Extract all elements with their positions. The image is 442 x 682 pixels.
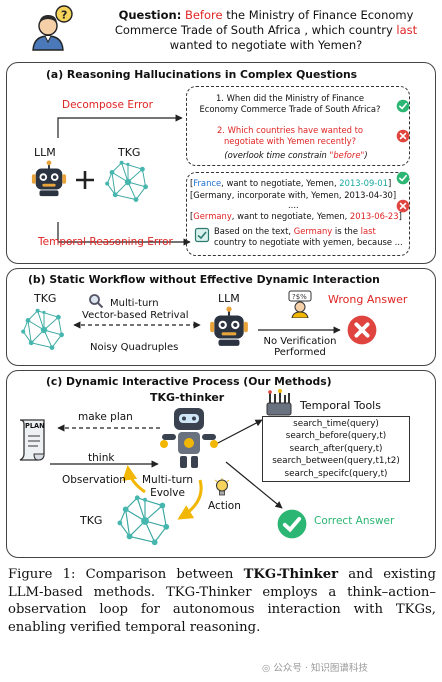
- confused-person-icon: ?$%: [286, 290, 314, 319]
- panel-c-title: (c) Dynamic Interactive Process (Our Met…: [46, 375, 332, 388]
- tool-search-between: search_between(query,t1,t2): [272, 456, 400, 467]
- llm-answer-text: Based on the text, Germany is the last c…: [214, 226, 406, 247]
- tool-search-time: search_time(query): [293, 419, 379, 429]
- panel-a-tkg-label: TKG: [118, 146, 141, 159]
- multi-turn-label: Multi-turn: [110, 298, 159, 309]
- action-label: Action: [208, 500, 241, 512]
- no-verification-line-1: No Verification: [263, 336, 337, 347]
- noisy-quadruples-label: Noisy Quadruples: [90, 342, 179, 353]
- panel-b-llm-label: LLM: [218, 292, 240, 305]
- tool-search-before: search_before(query,t): [285, 431, 387, 442]
- plus-icon: [74, 169, 96, 191]
- panel-a-title: (a) Reasoning Hallucinations in Complex …: [46, 68, 358, 81]
- evolve-line: Evolve: [150, 487, 185, 499]
- plan-icon-text: PLAN: [25, 422, 45, 430]
- sub-question-2: 2. Which countries have wanted to negoti…: [216, 125, 364, 146]
- fact-3-entity: Germany: [193, 211, 232, 221]
- temporal-facts-box: [186, 172, 410, 256]
- panel-c: [6, 370, 436, 558]
- fact-2: [Germany, incorporate with, Yemen, 2013-…: [190, 190, 397, 200]
- constraint-note: (overlook time constrain "before"): [196, 150, 396, 161]
- watermark-icon: ◎: [262, 663, 274, 674]
- panel-a: [6, 62, 436, 264]
- answer-part-2: is the: [332, 226, 361, 236]
- tool-search-specific: search_specifc(query,t): [284, 468, 388, 479]
- question-text: Question: Before the Ministry of Finance…: [96, 8, 436, 53]
- answer-keyword-germany: Germany: [293, 226, 333, 236]
- think-label: think: [88, 452, 115, 464]
- watermark-text: 公众号 · 知识图谱科技: [273, 663, 368, 674]
- fact-1-entity: France: [193, 178, 222, 188]
- temporal-tools-title: Temporal Tools: [300, 399, 381, 412]
- question-label: Question:: [118, 8, 182, 22]
- sub-question-1: 1. When did the Ministry of Finance Econ…: [199, 93, 381, 114]
- tool-search-after: search_after(query,t): [289, 443, 383, 454]
- correct-answer-label: Correct Answer: [314, 515, 395, 527]
- tools-icon: [264, 388, 294, 418]
- fact-3-open: [: [190, 211, 194, 221]
- answer-doc-icon: [194, 227, 210, 243]
- watermark: ◎ 公众号 · 知识图谱科技: [262, 660, 368, 674]
- multi-turn-line: Multi-turn: [142, 474, 194, 486]
- correct-check-icon: [276, 508, 308, 540]
- multi-turn-evolve-label: Multi-turn Evolve: [142, 474, 193, 500]
- fact-3: [Germany, want to negotiate, Yemen, 2013…: [190, 211, 402, 222]
- temporal-tools-list: [262, 416, 410, 482]
- answer-part-3: country to negotiate with yemen, because…: [214, 236, 403, 247]
- fact-1-close: ]: [387, 178, 392, 188]
- panel-c-robot-icon: [158, 404, 220, 474]
- question-text-part-2: wanted to negotiate with Yemen?: [169, 38, 363, 52]
- figure-caption: Figure 1: Comparison between TKG-Thinker…: [8, 566, 436, 636]
- panel-b-tkg-label: TKG: [34, 292, 57, 305]
- constraint-prefix: (overlook time constrain: [224, 150, 330, 160]
- wrong-answer-label: Wrong Answer: [328, 293, 408, 306]
- question-avatar-icon: ?: [30, 4, 78, 52]
- temporal-reasoning-error-label: Temporal Reasoning Error: [38, 236, 173, 248]
- make-plan-label: make plan: [78, 411, 133, 423]
- decompose-error-label: Decompose Error: [62, 99, 153, 111]
- no-verification-line-2: Performed: [274, 347, 326, 358]
- question-text-part-1: the Ministry of Finance Economy Commerce…: [114, 8, 414, 37]
- answer-part-1: Based on the text,: [214, 226, 294, 236]
- svg-text:?$%: ?$%: [292, 293, 307, 301]
- caption-rest: and existing LLM-based methods. TKG-Thin…: [8, 567, 436, 635]
- caption-bold: TKG-Thinker: [243, 567, 339, 582]
- lightbulb-icon: [214, 478, 230, 498]
- tkg-thinker-label: TKG-thinker: [150, 391, 225, 404]
- fact-ellipsis: ....: [288, 200, 299, 210]
- fact-3-date: 2013-06-23: [349, 211, 399, 221]
- panel-c-tkg-label: TKG: [80, 514, 103, 527]
- question-keyword-before: Before: [184, 8, 223, 22]
- panel-c-graph-icon: [116, 492, 174, 550]
- answer-keyword-last: last: [360, 226, 376, 236]
- panel-b: [6, 268, 436, 366]
- temporal-tools-list-items: search_time(query) search_before(query,t…: [262, 418, 410, 480]
- panel-a-llm-label: LLM: [34, 146, 56, 159]
- constraint-suffix: ): [364, 150, 368, 160]
- plan-document-icon: [16, 418, 52, 462]
- decompose-box: [186, 86, 410, 166]
- vector-retrieval-label: Vector-based Retrival: [82, 310, 189, 321]
- constraint-keyword: "before": [329, 150, 365, 160]
- fact-3-close: ]: [398, 211, 402, 221]
- fact-1-open: [: [190, 178, 194, 188]
- caption-prefix: Figure 1: Comparison between: [8, 567, 244, 582]
- svg-text:?: ?: [61, 9, 67, 22]
- fact-3-mid: , want to negotiate, Yemen,: [231, 211, 350, 221]
- no-verification-label: No Verification Performed: [262, 336, 338, 358]
- fact-1-mid: , want to negotiate, Yemen,: [221, 178, 340, 188]
- fact-1: [France, want to negotiate, Yemen, 2013-…: [190, 178, 392, 189]
- search-icon: [88, 293, 104, 309]
- observation-label: Observation: [62, 474, 126, 486]
- question-keyword-last: last: [396, 23, 418, 37]
- fact-1-date: 2013-09-01: [339, 178, 388, 188]
- panel-b-title: (b) Static Workflow without Effective Dy…: [28, 273, 380, 286]
